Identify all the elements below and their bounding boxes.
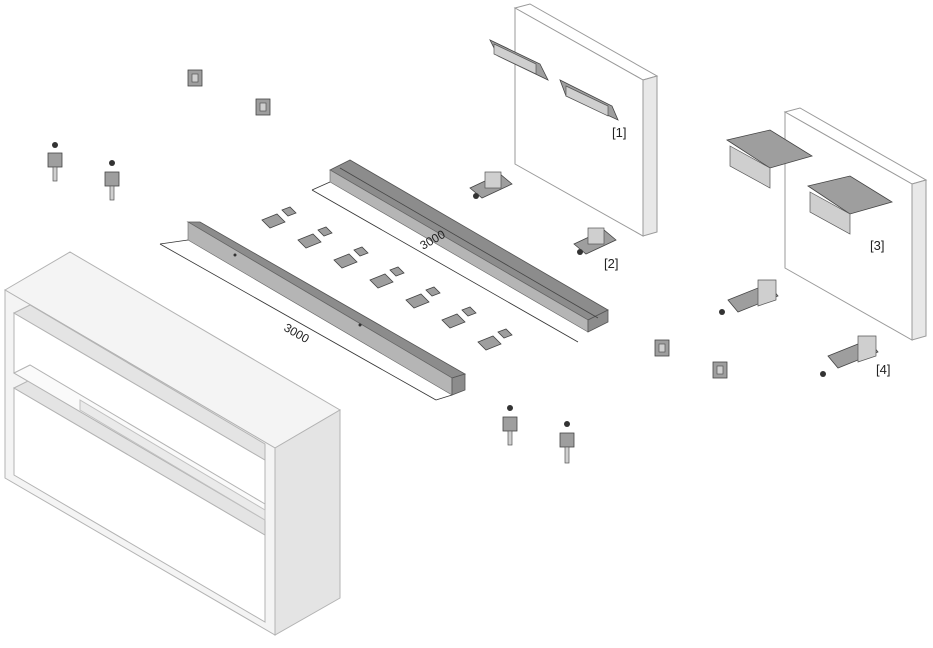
cabinet [4,251,341,636]
door-panel-left [489,3,659,237]
lower-rail [159,221,466,401]
label-3: [3] [870,238,884,253]
bracket-fitting-4 [719,279,879,377]
label-4: [4] [876,362,890,377]
pin-fittings [47,142,575,464]
label-1: [1] [612,125,626,140]
roller-fitting-2 [469,171,617,255]
upper-rail [311,159,609,343]
lower-rail-dimension: 3000 [282,320,312,346]
stopper-blocks [187,69,728,379]
guide-clips [261,206,513,351]
label-2: [2] [604,256,618,271]
door-panel-right [725,107,928,341]
